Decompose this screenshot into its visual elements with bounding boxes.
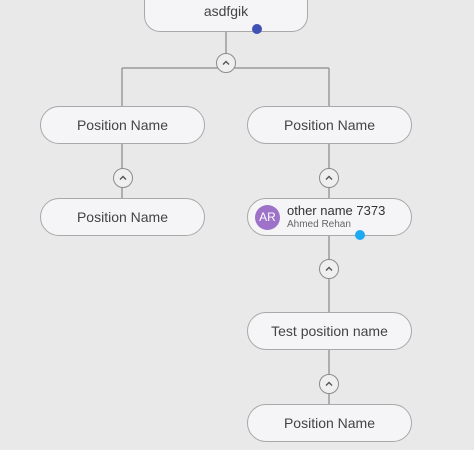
right-position-node-4-label: Position Name [283,415,376,431]
root-collapse-toggle[interactable] [216,53,236,73]
chevron-up-icon [325,266,333,271]
person-status-dot [355,230,365,240]
person-node[interactable]: AR other name 7373 Ahmed Rehan [247,198,412,236]
right-position-node-4[interactable]: Position Name [247,404,412,442]
chevron-up-icon [325,381,333,386]
chevron-up-icon [222,60,230,65]
person-node-name: Ahmed Rehan [287,218,351,230]
right-collapse-toggle-3[interactable] [319,374,339,394]
left-collapse-toggle[interactable] [113,168,133,188]
left-position-node-1-label: Position Name [76,117,169,133]
right-collapse-toggle-2[interactable] [319,259,339,279]
person-node-title: other name 7373 [287,202,386,218]
right-position-node-3[interactable]: Test position name [247,312,412,350]
right-collapse-toggle-1[interactable] [319,168,339,188]
chevron-up-icon [325,175,333,180]
left-position-node-2-label: Position Name [76,209,169,225]
root-node[interactable]: asdfgik [144,0,308,32]
right-position-node-1[interactable]: Position Name [247,106,412,144]
left-position-node-2[interactable]: Position Name [40,198,205,236]
root-status-dot [252,24,262,34]
right-position-node-3-label: Test position name [271,323,388,339]
left-position-node-1[interactable]: Position Name [40,106,205,144]
chevron-up-icon [119,175,127,180]
root-node-label: asdfgik [203,3,249,19]
avatar: AR [255,204,280,230]
right-position-node-1-label: Position Name [283,117,376,133]
